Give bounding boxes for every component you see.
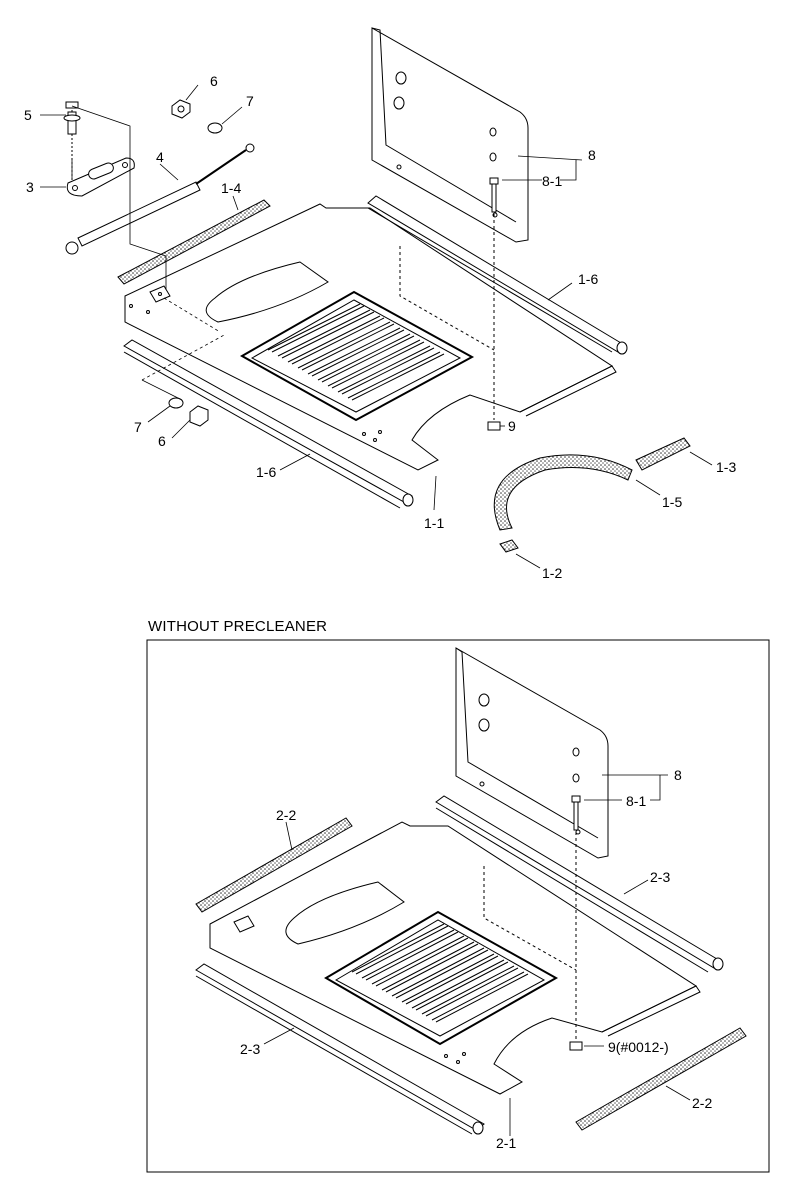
callout-1-3: 1-3 <box>716 459 736 475</box>
bolt-8-1-lower <box>483 795 583 1051</box>
callout-1-4: 1-4 <box>221 180 241 196</box>
floor-plate-lower <box>209 821 701 1095</box>
upper-callouts: 5 6 7 3 4 1-4 8 8-1 1-6 9 7 6 1-6 1-1 1-… <box>24 73 736 581</box>
seal-rail-right <box>367 195 628 355</box>
lower-diagram: 8 8-1 2-2 2-3 2-3 9(#0012-) 2-2 2-1 <box>195 647 747 1151</box>
foam-arc-1-5 <box>493 454 633 531</box>
upper-leaders <box>40 84 713 569</box>
upper-diagram: 5 6 7 3 4 1-4 8 8-1 1-6 9 7 6 1-6 1-1 1-… <box>24 27 736 581</box>
callout-1-2: 1-2 <box>542 565 562 581</box>
gas-strut <box>65 143 255 255</box>
callout-5: 5 <box>24 107 32 123</box>
floor-plate <box>124 203 617 471</box>
mat-ribs <box>267 303 445 401</box>
callout-2-2-bottom: 2-2 <box>692 1095 712 1111</box>
callout-8: 8 <box>588 147 596 163</box>
lower-callouts: 8 8-1 2-2 2-3 2-3 9(#0012-) 2-2 2-1 <box>240 767 712 1151</box>
callout-8-1-lower: 8-1 <box>626 793 646 809</box>
callout-2-3-left: 2-3 <box>240 1041 260 1057</box>
callout-7-top: 7 <box>246 93 254 109</box>
callout-8-lower: 8 <box>674 767 682 783</box>
bolt-8-1 <box>399 177 501 431</box>
callout-8-1: 8-1 <box>542 173 562 189</box>
callout-9: 9 <box>508 418 516 434</box>
rail-right-lower <box>435 795 724 973</box>
foam-strip-2-2-top <box>195 817 353 913</box>
back-plate-lower <box>455 647 609 859</box>
foam-strip-2-2-bottom <box>575 1027 747 1131</box>
callout-6-bottom: 6 <box>158 433 166 449</box>
mat-ribs-lower <box>351 923 529 1023</box>
washer-7-bottom <box>168 397 184 409</box>
callout-7-bottom: 7 <box>134 419 142 435</box>
washer-7-top <box>207 122 223 134</box>
lower-diagram-frame <box>146 639 770 1173</box>
foam-block-1-3 <box>635 437 691 471</box>
callout-6-top: 6 <box>210 73 218 89</box>
callout-2-1: 2-1 <box>496 1135 516 1151</box>
foam-strip-1-4 <box>117 199 271 285</box>
seal-rail-left <box>123 339 414 509</box>
section-title-without-precleaner: WITHOUT PRECLEANER <box>148 618 328 635</box>
back-plate <box>371 27 529 243</box>
callout-3: 3 <box>26 179 34 195</box>
callout-9-lower: 9(#0012-) <box>608 1039 669 1055</box>
callout-1-6-right: 1-6 <box>578 271 598 287</box>
callout-4: 4 <box>156 149 164 165</box>
lower-leaders <box>263 774 691 1136</box>
callout-2-3-right: 2-3 <box>650 869 670 885</box>
nut-6-top <box>171 99 191 119</box>
rail-left-lower <box>195 963 485 1135</box>
callout-1-5: 1-5 <box>662 494 682 510</box>
callout-1-6-left: 1-6 <box>256 464 276 480</box>
hinge-assembly <box>63 101 135 197</box>
callout-2-2-top: 2-2 <box>276 807 296 823</box>
callout-1-1: 1-1 <box>424 515 444 531</box>
nut-6-bottom <box>189 405 209 427</box>
foam-block-1-2 <box>499 539 519 553</box>
